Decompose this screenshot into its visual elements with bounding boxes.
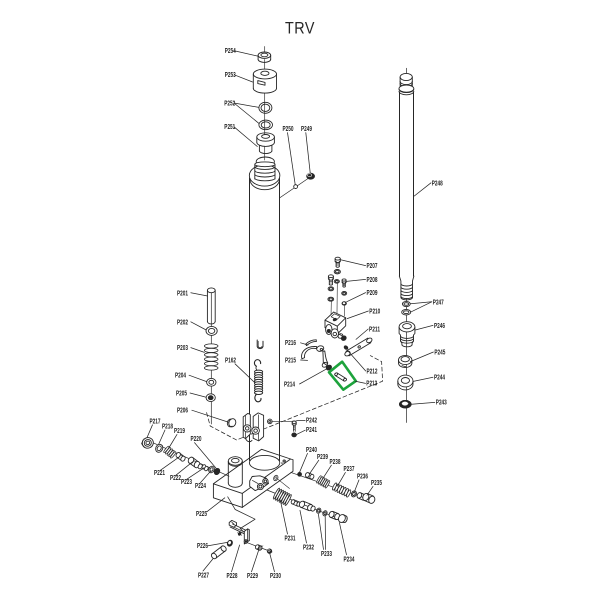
svg-text:P226: P226 xyxy=(197,541,208,550)
svg-text:P213: P213 xyxy=(366,379,377,388)
svg-text:P250: P250 xyxy=(283,124,294,133)
svg-text:P221: P221 xyxy=(154,468,165,477)
svg-text:P215: P215 xyxy=(285,355,296,364)
svg-text:P224: P224 xyxy=(195,481,207,490)
svg-text:P247: P247 xyxy=(433,297,444,306)
svg-text:P241: P241 xyxy=(306,425,317,434)
svg-text:P202: P202 xyxy=(177,317,188,326)
svg-text:P203: P203 xyxy=(177,343,188,352)
svg-text:P204: P204 xyxy=(175,371,187,380)
svg-text:P238: P238 xyxy=(330,457,341,466)
svg-text:P228: P228 xyxy=(227,571,238,580)
svg-text:P235: P235 xyxy=(371,478,382,487)
svg-text:P249: P249 xyxy=(301,124,312,133)
svg-text:P216: P216 xyxy=(285,338,296,347)
svg-text:P253: P253 xyxy=(225,70,236,79)
svg-text:P242: P242 xyxy=(306,416,317,425)
svg-text:P240: P240 xyxy=(306,445,317,454)
svg-text:P237: P237 xyxy=(344,464,355,473)
svg-text:P210: P210 xyxy=(369,307,380,316)
svg-text:P211: P211 xyxy=(369,324,380,333)
svg-text:P254: P254 xyxy=(225,46,237,55)
svg-text:P227: P227 xyxy=(198,571,209,580)
svg-text:P217: P217 xyxy=(150,416,161,425)
svg-text:P225: P225 xyxy=(196,509,207,518)
svg-text:P223: P223 xyxy=(181,477,192,486)
svg-text:P236: P236 xyxy=(357,472,368,481)
svg-text:P207: P207 xyxy=(367,261,378,270)
svg-text:P245: P245 xyxy=(434,347,445,356)
svg-text:P229: P229 xyxy=(247,571,258,580)
svg-text:P220: P220 xyxy=(191,434,202,443)
svg-text:P233: P233 xyxy=(321,549,332,558)
svg-text:P222: P222 xyxy=(170,473,181,482)
svg-text:P234: P234 xyxy=(344,554,356,563)
svg-text:P239: P239 xyxy=(317,452,328,461)
svg-text:P246: P246 xyxy=(434,321,445,330)
svg-text:P218: P218 xyxy=(162,422,173,431)
svg-text:P244: P244 xyxy=(434,373,446,382)
svg-text:P230: P230 xyxy=(270,571,281,580)
svg-text:P251: P251 xyxy=(224,122,235,131)
svg-text:P252: P252 xyxy=(224,98,235,107)
svg-text:P209: P209 xyxy=(367,288,378,297)
svg-text:P232: P232 xyxy=(303,543,314,552)
svg-text:P214: P214 xyxy=(284,380,296,389)
svg-text:TRV: TRV xyxy=(285,19,315,37)
svg-text:P231: P231 xyxy=(285,534,296,543)
svg-text:P206: P206 xyxy=(177,406,188,415)
svg-text:P219: P219 xyxy=(174,426,185,435)
svg-text:P208: P208 xyxy=(367,275,378,284)
svg-text:P201: P201 xyxy=(177,288,188,297)
svg-text:P212: P212 xyxy=(367,367,378,376)
svg-text:P248: P248 xyxy=(432,178,443,187)
svg-text:P205: P205 xyxy=(176,388,187,397)
svg-text:P243: P243 xyxy=(436,398,447,407)
svg-text:P162: P162 xyxy=(225,355,236,364)
